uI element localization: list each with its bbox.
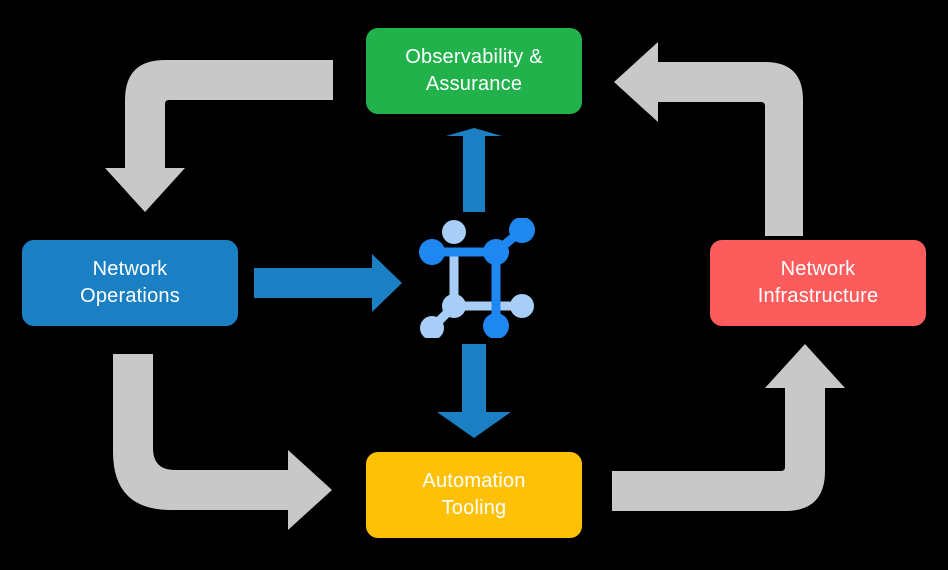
arrow-center-to-automation <box>437 344 511 438</box>
arrow-infrastructure-to-observability <box>614 42 803 236</box>
node-network-infrastructure[interactable]: Network Infrastructure <box>710 240 926 326</box>
arrow-operations-to-automation <box>113 354 332 530</box>
arrow-center-to-observability <box>446 128 502 212</box>
network-topology-icon <box>419 218 535 338</box>
arrow-ops-to-center <box>254 254 402 312</box>
topology-light-nodes <box>420 220 534 338</box>
topology-dark-nodes <box>419 218 535 338</box>
node-network-operations[interactable]: Network Operations <box>22 240 238 326</box>
arrow-automation-to-infrastructure <box>612 344 845 511</box>
node-automation-tooling[interactable]: Automation Tooling <box>366 452 582 538</box>
arrow-observability-to-operations <box>105 60 333 212</box>
node-observability-and-assurance[interactable]: Observability & Assurance <box>366 28 582 114</box>
